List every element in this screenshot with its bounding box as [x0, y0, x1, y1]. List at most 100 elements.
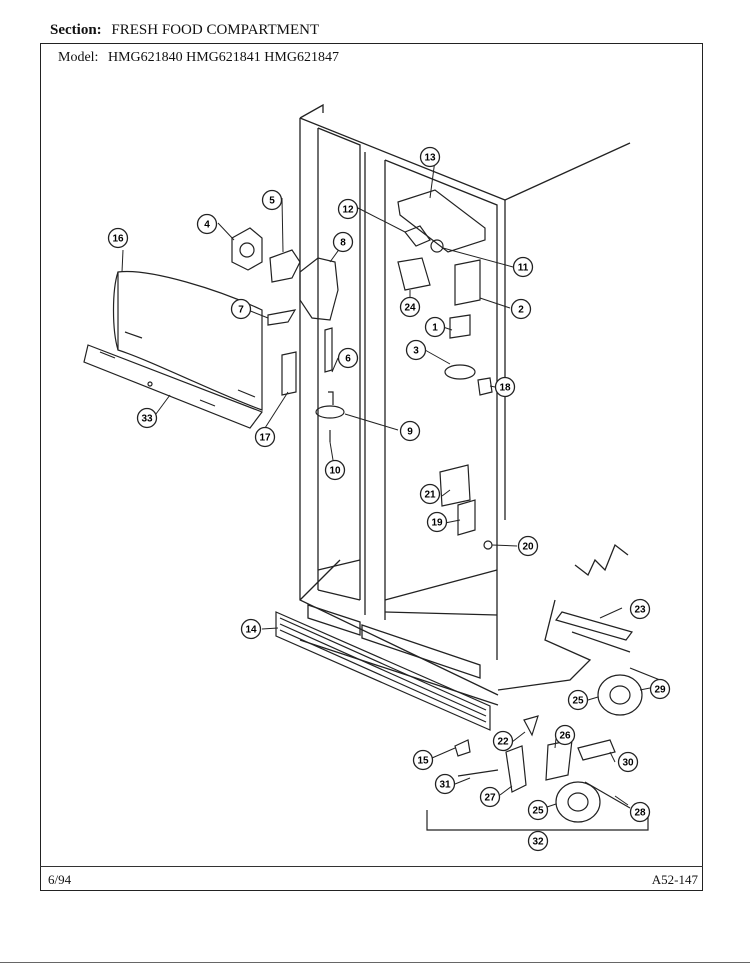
component-parts — [231, 189, 661, 831]
callout-circle — [492, 730, 514, 752]
callout-circle — [107, 227, 129, 249]
callout-circle — [254, 426, 276, 448]
callout-c30: 30 — [617, 751, 639, 773]
callout-circle — [494, 376, 516, 398]
callout-number: 17 — [259, 433, 271, 444]
callout-circle — [419, 146, 441, 168]
callout-c20: 20 — [517, 535, 539, 557]
callout-c25b: 25 — [527, 799, 549, 821]
callout-number: 30 — [622, 758, 634, 769]
callout-c17: 17 — [254, 426, 276, 448]
callout-circle — [426, 511, 448, 533]
callout-circle — [527, 799, 549, 821]
callout-c5: 5 — [261, 189, 283, 211]
callout-c27: 27 — [479, 786, 501, 808]
callout-number: 10 — [329, 466, 341, 477]
callout-number: 4 — [204, 220, 210, 231]
model-label: Model: — [58, 50, 99, 65]
callout-circle — [629, 801, 651, 823]
callout-number: 3 — [413, 346, 419, 357]
callout-c6: 6 — [337, 347, 359, 369]
callout-c7: 7 — [230, 298, 252, 320]
callout-number: 11 — [518, 263, 529, 274]
callout-c21: 21 — [419, 483, 441, 505]
section-title: Section: FRESH FOOD COMPARTMENT — [50, 22, 319, 39]
callout-circle — [617, 751, 639, 773]
callout-number: 28 — [634, 808, 646, 819]
callout-circle — [424, 316, 446, 338]
model-numbers: HMG621840 HMG621841 HMG621847 — [107, 50, 339, 65]
callout-circle — [649, 678, 671, 700]
callout-number: 12 — [342, 205, 354, 216]
callout-number: 14 — [245, 625, 257, 636]
callout-c14: 14 — [240, 618, 262, 640]
callout-number: 18 — [499, 383, 511, 394]
callout-number: 27 — [484, 793, 496, 804]
section-value: FRESH FOOD COMPARTMENT — [111, 22, 320, 38]
control-panel — [112, 270, 263, 411]
callout-c16: 16 — [107, 227, 129, 249]
callout-number: 9 — [407, 427, 413, 438]
callout-number: 8 — [340, 238, 346, 249]
callout-circle — [399, 420, 421, 442]
callout-c15: 15 — [412, 749, 434, 771]
callout-c28: 28 — [629, 801, 651, 823]
callout-number: 25 — [572, 696, 584, 707]
callout-number: 21 — [424, 490, 436, 501]
section-label: Section: — [50, 22, 102, 38]
callout-number: 29 — [654, 685, 666, 696]
revision-date: 6/94 — [48, 872, 72, 887]
callout-number: 13 — [424, 153, 436, 164]
callout-circle — [512, 256, 534, 278]
diagram-frame — [40, 43, 703, 891]
footer-rule — [40, 866, 703, 867]
callout-number: 2 — [518, 305, 524, 316]
callout-c3: 3 — [405, 339, 427, 361]
callout-c32: 32 — [527, 830, 549, 852]
callout-circle — [434, 773, 456, 795]
callout-number: 31 — [439, 780, 451, 791]
callout-circle — [337, 198, 359, 220]
callout-c29: 29 — [649, 678, 671, 700]
callout-c31: 31 — [434, 773, 456, 795]
callout-c25a: 25 — [567, 689, 589, 711]
callout-circle — [629, 598, 651, 620]
callout-c18: 18 — [494, 376, 516, 398]
callout-number: 19 — [431, 518, 443, 529]
page-bottom-rule — [0, 962, 750, 963]
callout-circle — [324, 459, 346, 481]
callout-c19: 19 — [426, 511, 448, 533]
callouts: 1234567891011121314151617181920212223242… — [107, 146, 671, 852]
callout-circle — [517, 535, 539, 557]
callout-circle — [240, 618, 262, 640]
callout-circle — [399, 296, 421, 318]
callout-c1: 1 — [424, 316, 446, 338]
callout-number: 26 — [559, 731, 571, 742]
cabinet-outline — [299, 103, 631, 706]
callout-number: 33 — [141, 414, 153, 425]
callout-circle — [230, 298, 252, 320]
callout-number: 7 — [238, 305, 244, 316]
callout-c23: 23 — [629, 598, 651, 620]
callout-c2: 2 — [510, 298, 532, 320]
callout-number: 6 — [345, 354, 351, 365]
callout-circle — [337, 347, 359, 369]
callout-number: 32 — [532, 837, 544, 848]
callout-c12: 12 — [337, 198, 359, 220]
callout-circle — [332, 231, 354, 253]
callout-c4: 4 — [196, 213, 218, 235]
callout-circle — [412, 749, 434, 771]
callout-number: 5 — [269, 196, 275, 207]
callout-circle — [196, 213, 218, 235]
callout-c33: 33 — [136, 407, 158, 429]
callout-c26: 26 — [554, 724, 576, 746]
callout-c8: 8 — [332, 231, 354, 253]
callout-circle — [419, 483, 441, 505]
callout-circle — [567, 689, 589, 711]
callout-number: 16 — [112, 234, 124, 245]
callout-c11: 11 — [512, 256, 534, 278]
callout-c9: 9 — [399, 420, 421, 442]
callout-number: 20 — [522, 542, 534, 553]
callout-circle — [261, 189, 283, 211]
